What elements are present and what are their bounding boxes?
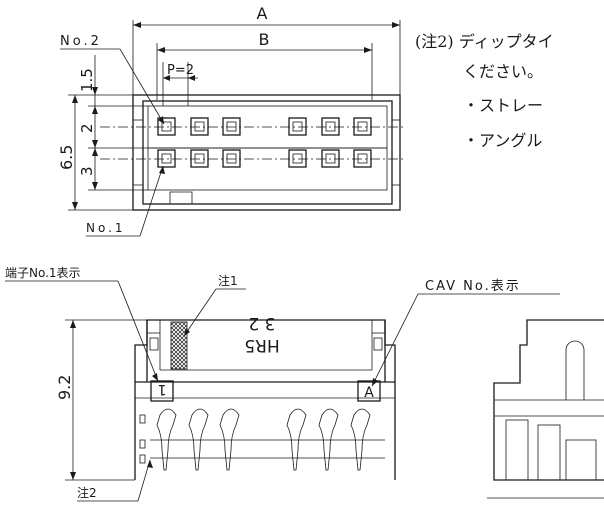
contacts-row-2 [157,149,372,168]
pitch-label: P=2 [167,63,194,78]
body-marking-line1: 3 2 [248,313,275,333]
dim-1-5: 1.5 [78,68,96,92]
front-view: 1 A 3 2 HR5 9.2 端子No.1表示 [5,266,560,502]
cav-a-mark: A [364,385,374,401]
note2-text-line2: ください。 [463,62,544,81]
terminal-no1-display-label: 端子No.1表示 [5,266,81,280]
side-view [487,319,604,499]
dim-6-5: 6.5 [57,145,76,170]
note2-bullet-straight: ・ストレー [463,96,544,115]
dim-a-label: A [257,4,268,23]
note2-label: 注2 [77,485,97,500]
note2-text-line1: (注2) ディップタイ [415,32,554,51]
note2-bullet-angle: ・アングル [463,131,543,150]
body-marking-line2: HR5 [244,335,279,355]
dim-2: 2 [78,123,96,133]
height-dim: 9.2 [55,375,74,400]
dim-b-label: B [259,30,270,49]
dim-3: 3 [78,166,96,176]
note1-label: 注1 [218,273,238,288]
cav-display-label: CAV No.表示 [425,279,521,294]
top-view: A B P=2 [57,4,405,237]
no2-label: No.2 [60,34,102,49]
no1-label: No.1 [86,221,126,235]
cav-1-mark: 1 [158,381,167,397]
terminals [150,408,385,471]
contacts-row-1 [157,117,372,136]
